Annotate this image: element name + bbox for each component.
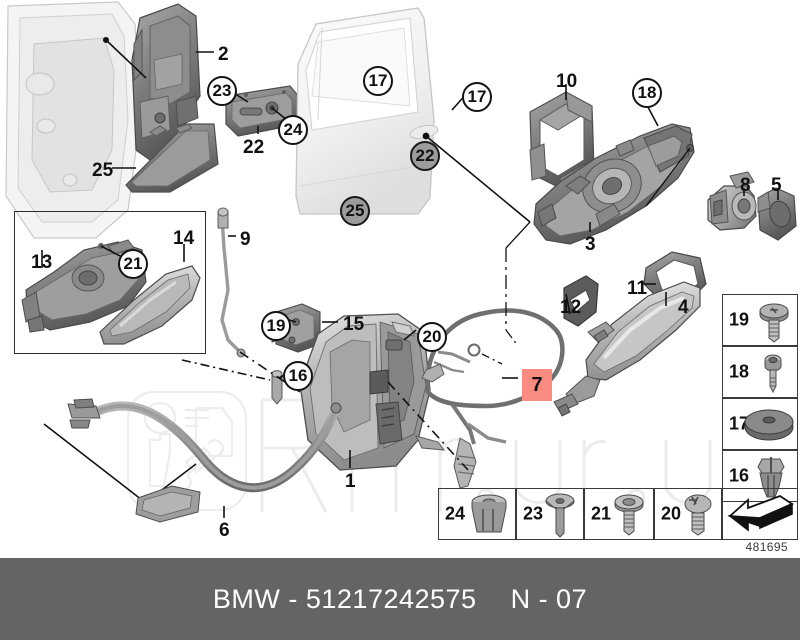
fastener-label-19: 19 (729, 309, 750, 330)
torx-pan-head-screw-icon (759, 303, 789, 343)
fastener-label-24: 24 (445, 503, 466, 524)
callout-18-circle: 18 (632, 78, 662, 108)
callout-14: 14 (173, 228, 195, 249)
callout-22: 22 (243, 137, 265, 158)
art-door-shell (295, 7, 439, 215)
fastener-box-24: 24 (438, 488, 516, 540)
callout-21-circle: 21 (118, 249, 148, 279)
drawing-number: 481695 (745, 540, 788, 554)
diagram-canvas: 2 23 24 22 25 13 21 14 9 19 15 16 20 1 6… (5, 1, 798, 541)
art-part-4-outside-handle (553, 281, 701, 417)
art-part-6-bowden-cable (67, 398, 342, 493)
exploded-parts-artwork (5, 1, 797, 523)
callout-25-door-circle: 25 (340, 196, 370, 226)
art-inside-handle-on-door (135, 485, 201, 523)
art-part-13-inside-handle-carrier (21, 239, 147, 333)
expanding-nut-icon (471, 494, 507, 533)
direction-arrow-icon (727, 494, 794, 532)
fastener-label-23: 23 (523, 503, 544, 524)
fastener-label-21: 21 (591, 503, 612, 524)
fastener-label-17: 17 (729, 413, 750, 434)
expanding-clip-icon (757, 457, 785, 498)
callout-12: 12 (560, 297, 582, 318)
callout-8: 8 (740, 175, 751, 196)
fastener-box-direction-arrow (722, 488, 798, 540)
callout-23-circle: 23 (207, 76, 237, 106)
inset-frame-inside-handle (14, 211, 206, 354)
callout-7-highlighted: 7 (522, 369, 552, 401)
art-part-9-operating-rod (217, 207, 246, 358)
callout-3: 3 (585, 234, 596, 255)
art-part-3-handle-carrier (533, 123, 695, 245)
art-part-10-handle-frame (529, 91, 595, 189)
callout-17-right-circle: 17 (462, 82, 492, 112)
footer-part-number: BMW - 51217242575 (212, 583, 477, 614)
hex-socket-bolt-icon (764, 354, 782, 394)
callout-2: 2 (218, 44, 229, 65)
callout-20-circle: 20 (417, 322, 447, 352)
countersunk-screw-icon (545, 493, 575, 538)
art-part-25-trim-cover (125, 123, 219, 193)
fastener-label-18: 18 (729, 361, 750, 382)
art-part-14-inside-handle-lever (99, 265, 201, 345)
art-part-8-lock-cylinder (707, 171, 757, 231)
art-part-12-handle-end-cap (563, 275, 599, 327)
fastener-label-20: 20 (661, 503, 682, 524)
fastener-box-18: 18 (722, 346, 798, 398)
art-part-5-cover-cap (757, 187, 797, 241)
art-part-7-handle-cable (415, 308, 565, 489)
callout-19-circle: 19 (261, 311, 291, 341)
callout-11: 11 (627, 278, 648, 299)
art-part-16-clip (271, 370, 283, 405)
torx-button-screw-icon (614, 494, 644, 536)
art-part-2-lock-actuator (131, 3, 201, 161)
fastener-box-17: 17 (722, 398, 798, 450)
pan-head-screw-icon (684, 494, 712, 536)
callout-24-circle: 24 (278, 115, 308, 145)
callout-1: 1 (345, 471, 356, 492)
callout-10: 10 (556, 71, 578, 92)
callout-4: 4 (678, 297, 689, 318)
callout-6: 6 (219, 520, 230, 541)
fastener-label-16: 16 (729, 465, 750, 486)
callout-5: 5 (771, 175, 782, 196)
art-door-inner-panel (5, 1, 141, 239)
fastener-box-23: 23 (516, 488, 584, 540)
footer-bar: BMW - 51217242575 N - 07 (0, 558, 800, 640)
callout-17-left-circle: 17 (363, 66, 393, 96)
fastener-box-21: 21 (584, 488, 654, 540)
callout-9: 9 (240, 229, 251, 250)
fastener-box-19: 19 (722, 294, 798, 346)
fastener-box-20: 20 (654, 488, 722, 540)
callout-25: 25 (92, 160, 114, 181)
callout-13: 13 (31, 252, 53, 273)
rubber-grommet-plug-icon (744, 409, 794, 441)
callout-22-door-circle: 22 (410, 141, 440, 171)
callout-16-circle: 16 (283, 361, 313, 391)
callout-15: 15 (343, 314, 365, 335)
fastener-box-16: 16 (722, 450, 798, 502)
footer-section-code: N - 07 (510, 583, 588, 614)
